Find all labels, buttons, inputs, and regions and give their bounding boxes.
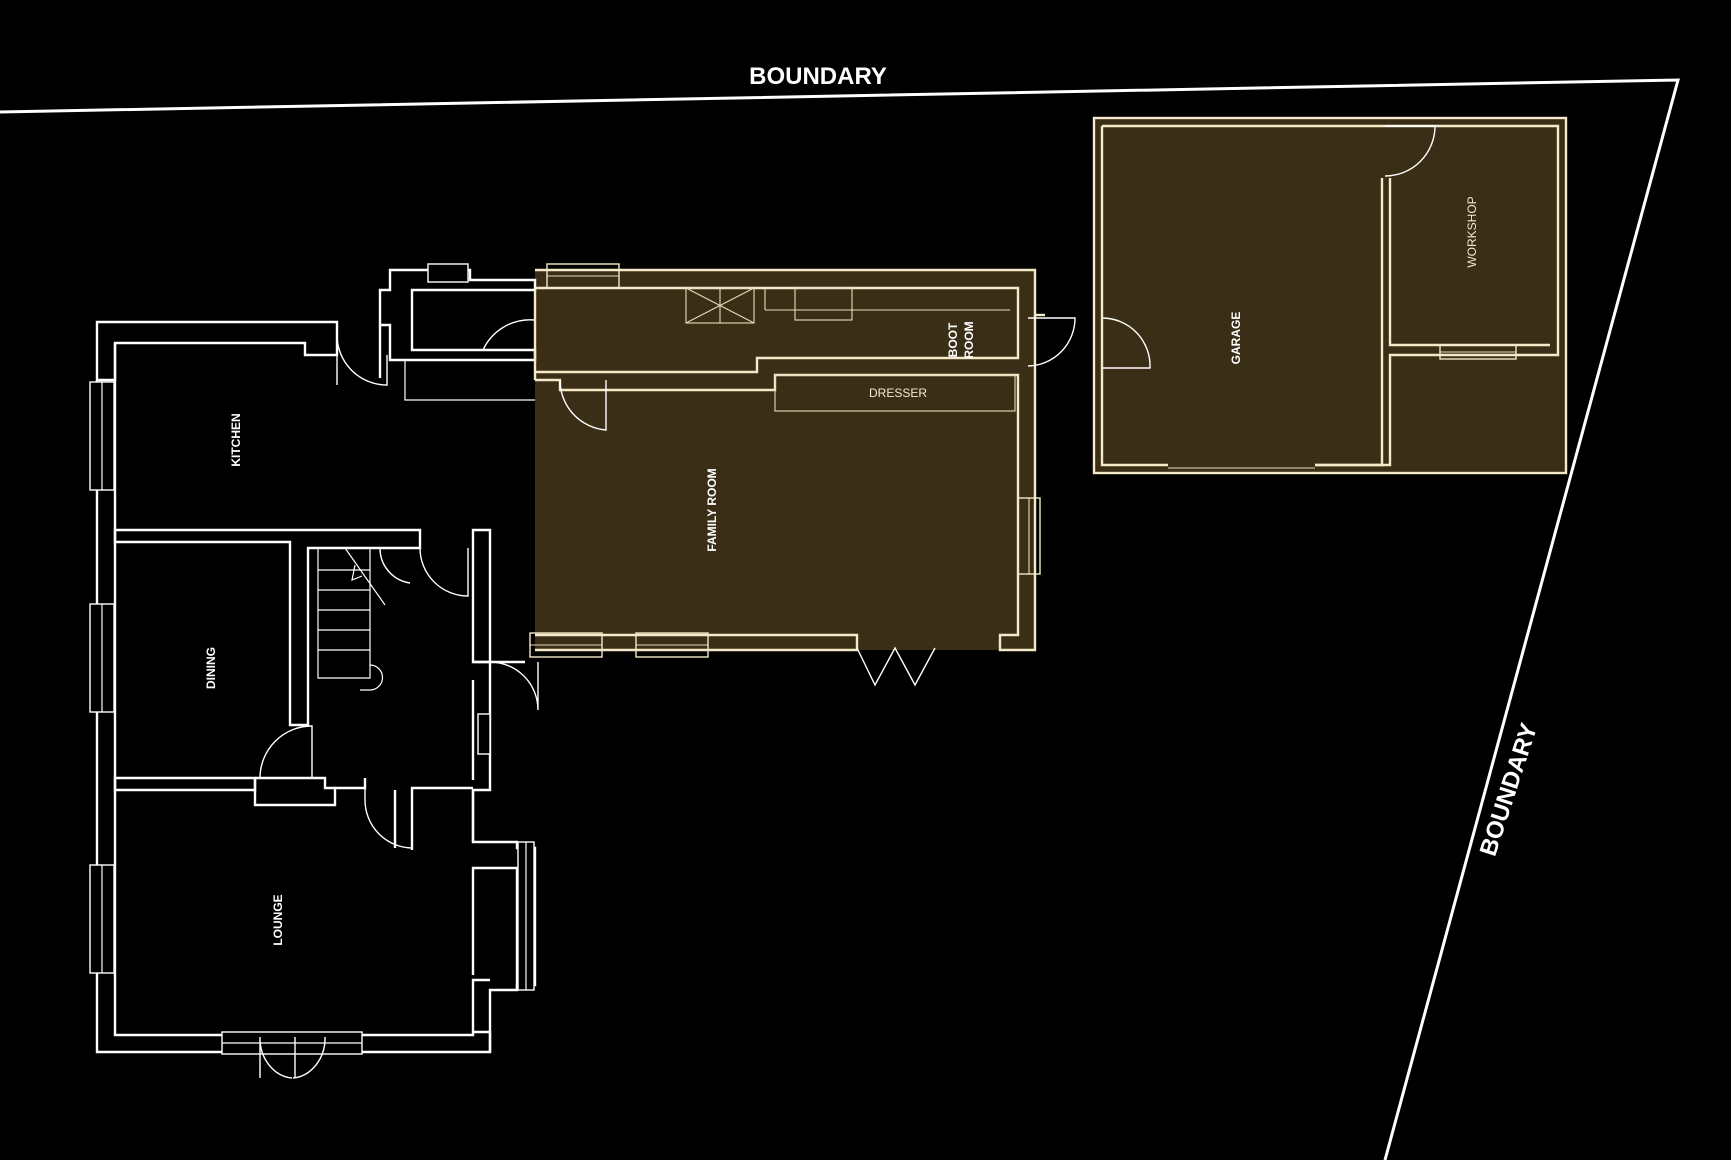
dining-label: DINING (204, 647, 218, 689)
boot-room-label-line1: BOOT (946, 322, 960, 357)
proposed-extension-area (535, 118, 1566, 650)
existing-windows (89, 263, 535, 1055)
garage-label: GARAGE (1229, 312, 1243, 365)
garage-building (1092, 116, 1568, 475)
dresser-label: DRESSER (869, 386, 927, 400)
proposed-doors (559, 317, 1076, 687)
boundary-top-label: BOUNDARY (749, 63, 887, 90)
lounge-label: LOUNGE (271, 894, 285, 945)
site-boundary (0, 78, 1680, 1160)
family-room-label: FAMILY ROOM (705, 468, 719, 551)
staircase (317, 547, 386, 691)
boot-room-label-line2: ROOM (962, 321, 976, 358)
workshop-label: WORKSHOP (1465, 196, 1479, 267)
kitchen-label: KITCHEN (229, 413, 243, 466)
existing-house-walls (95, 268, 537, 1054)
existing-doors (259, 319, 539, 1079)
proposed-windows (529, 263, 1041, 658)
